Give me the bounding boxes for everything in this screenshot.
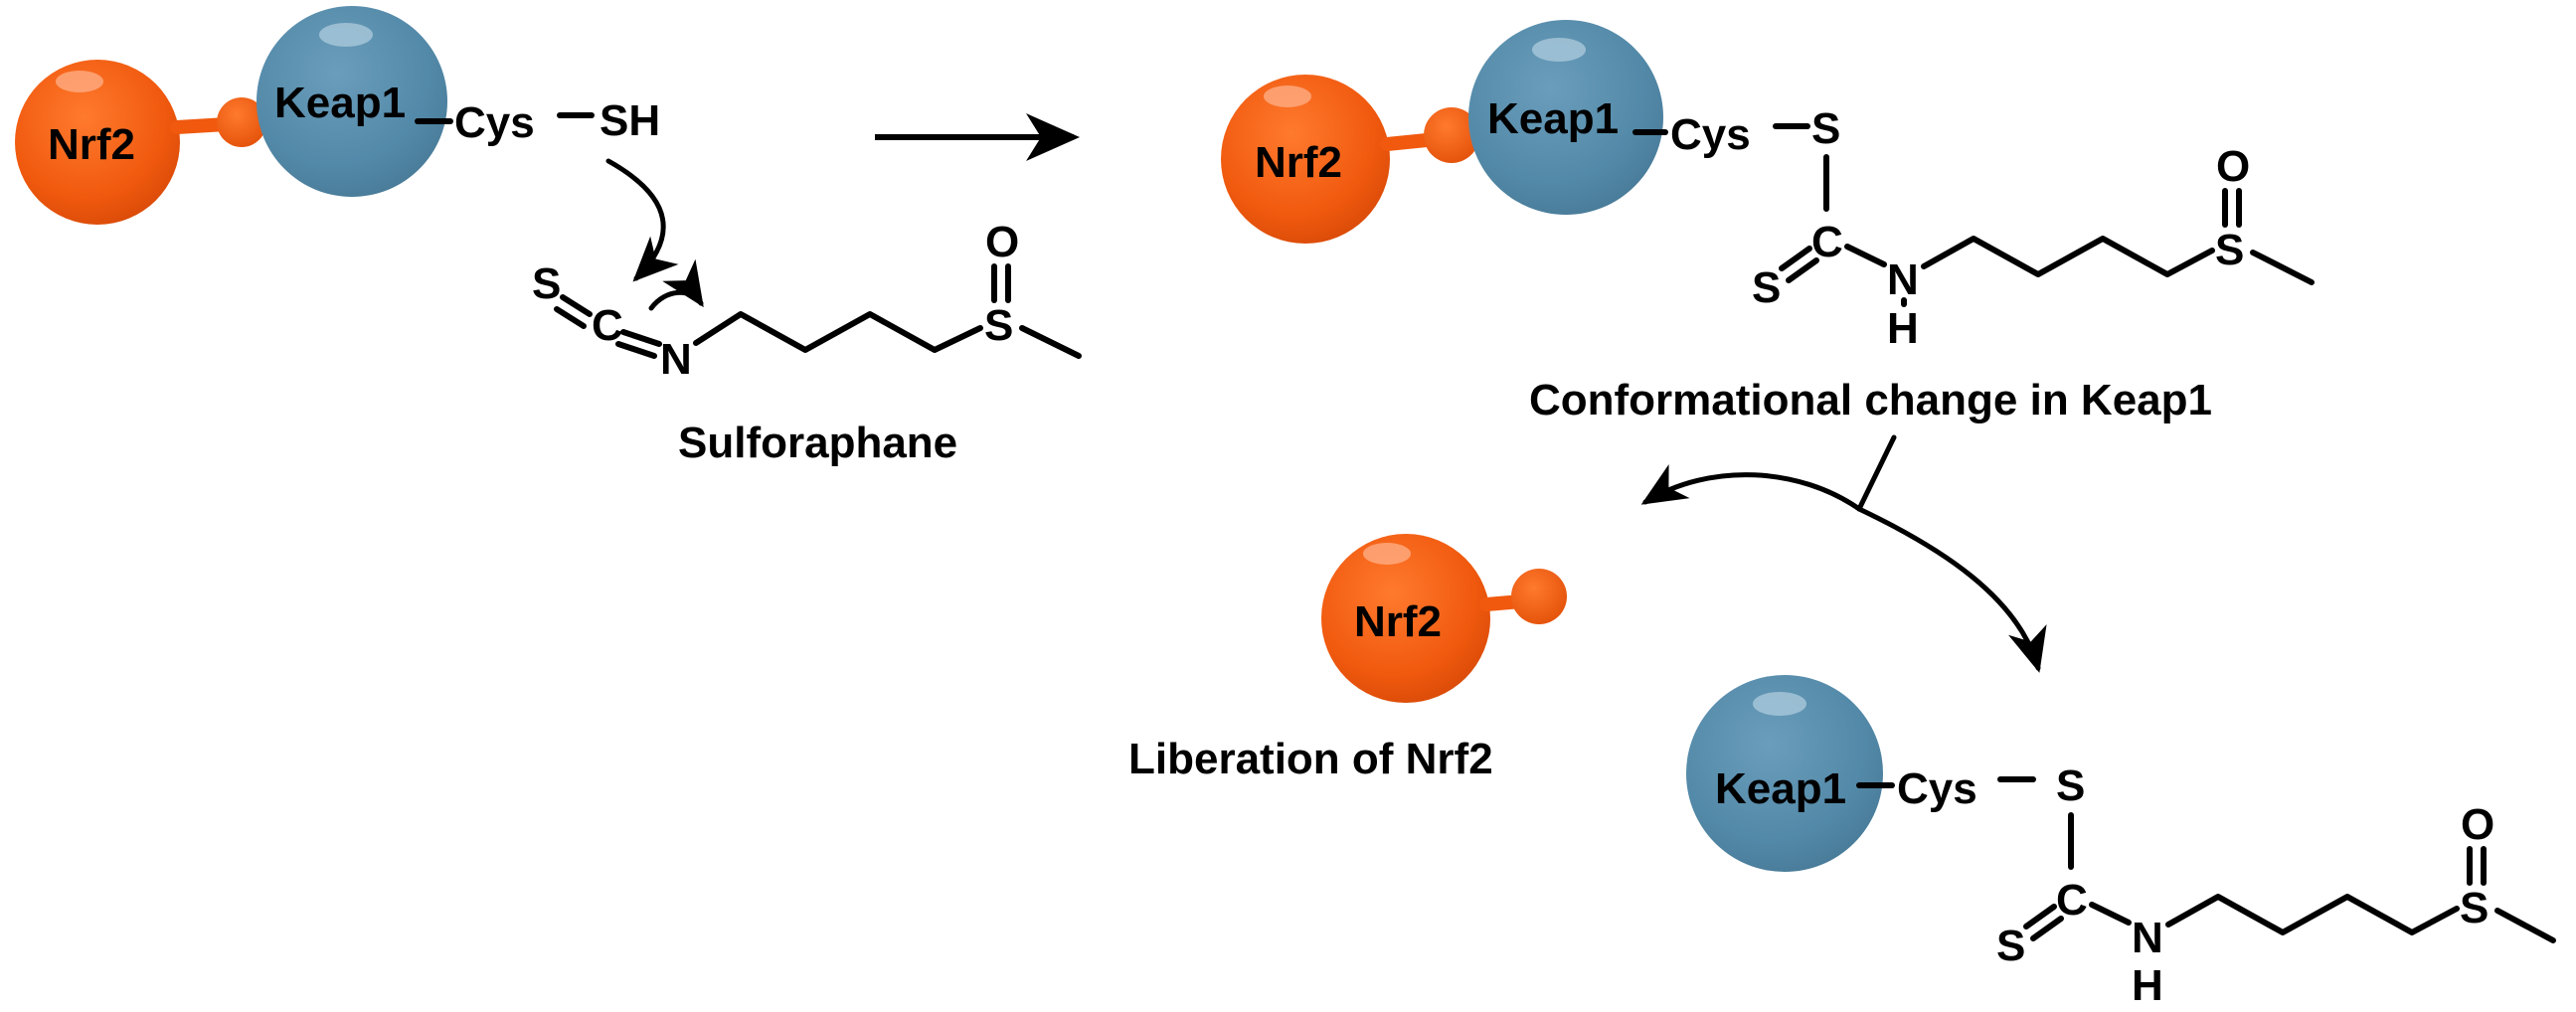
release-arrow-right (1856, 506, 2047, 673)
caption-sulforaphane: Sulforaphane (678, 419, 957, 467)
keap1-label-adduct: Keap1 (1487, 94, 1619, 143)
nrf2-binding-knob (217, 97, 266, 147)
nrf2-ball-adduct (1221, 75, 1390, 244)
complex-initial: Nrf2 Keap1 Cys SH (15, 6, 660, 225)
s-methyl-bond-adduct (2250, 250, 2315, 285)
sulforaphane-s-atom: S (532, 259, 561, 308)
h-atom-adduct: H (1887, 304, 1919, 353)
caption-liberation: Liberation of Nrf2 (1128, 735, 1493, 783)
c-thione-bond-b-free (2030, 916, 2064, 941)
keap1-ball-adduct (1468, 20, 1663, 215)
caption-conformational-change: Conformational change in Keap1 (1529, 376, 2212, 424)
electron-shift-arrow (648, 258, 704, 311)
butyl-chain (693, 311, 983, 353)
cys-label: Cys (454, 98, 535, 147)
keap1-adduct-free: Keap1 Cys S C S N H S O (1686, 675, 2556, 1010)
butyl-chain-adduct (1921, 236, 2215, 277)
butyl-chain-free (2165, 894, 2460, 935)
free-nrf2: Nrf2 (1321, 534, 1567, 703)
s-c-double-bond-b (554, 306, 587, 329)
nrf2-label-free: Nrf2 (1354, 597, 1442, 646)
c-n-double-bond-a (620, 329, 662, 347)
s-c-double-bond-a (560, 294, 593, 317)
nrf2-highlight (56, 71, 103, 92)
c-thione-bond-a-adduct (1779, 246, 1812, 271)
sulfoxide-o-atom-free: O (2461, 800, 2494, 849)
sulfoxide-s-atom: S (984, 301, 1013, 350)
c-thione-bond-a-free (2023, 904, 2057, 929)
c-thione-bond-b-adduct (1786, 257, 1819, 283)
thione-s-atom-free: S (1996, 922, 2025, 970)
thio-s-atom-adduct: S (1811, 104, 1840, 153)
release-arrow-left (1640, 464, 1862, 512)
thione-s-atom-adduct: S (1752, 263, 1781, 312)
keap1-ball (257, 6, 447, 197)
h-atom-free: H (2132, 961, 2163, 1010)
keap1-label-free: Keap1 (1715, 764, 1846, 813)
nrf2-ball-free (1321, 534, 1490, 703)
nrf2-binding-knob-free (1511, 569, 1567, 624)
nrf2-highlight-free (1363, 543, 1411, 565)
c-n-bond-adduct (1844, 244, 1887, 267)
c-n-double-bond-b (615, 341, 657, 359)
complex-adduct: Nrf2 Keap1 Cys S C S N H S O (1221, 20, 2315, 353)
sulfoxide-o-atom: O (985, 218, 1019, 266)
s-methyl-bond-free (2494, 908, 2556, 943)
n-atom-free: N (2132, 914, 2163, 962)
nrf2-binding-knob-adduct (1424, 107, 1479, 163)
keap1-highlight-free (1753, 692, 1806, 716)
nrf2-label: Nrf2 (48, 120, 135, 169)
cys-label-adduct: Cys (1670, 110, 1751, 159)
arrow-stem (1856, 434, 1897, 512)
sulforaphane-structure: S C N S O (532, 218, 1082, 384)
s-methyl-bond (1019, 325, 1082, 359)
thio-s-atom-free: S (2056, 761, 2085, 810)
sulfoxide-o-atom-adduct: O (2216, 142, 2250, 191)
cys-label-free: Cys (1897, 764, 1977, 813)
keap1-ball-free (1686, 675, 1883, 872)
sulforaphane-n-atom: N (660, 335, 692, 384)
nrf2-ball (15, 60, 180, 225)
nrf2-label-adduct: Nrf2 (1255, 138, 1342, 187)
c-n-bond-free (2089, 902, 2132, 926)
sh-label: SH (600, 96, 660, 145)
nrf2-highlight-adduct (1264, 85, 1311, 107)
sulfoxide-s-atom-adduct: S (2215, 226, 2244, 274)
keap1-label: Keap1 (274, 79, 406, 127)
attack-curved-arrow (605, 158, 679, 282)
n-atom-adduct: N (1887, 255, 1919, 304)
keap1-highlight-adduct (1532, 38, 1586, 62)
keap1-highlight (319, 23, 373, 47)
sulfoxide-s-atom-free: S (2460, 884, 2489, 932)
